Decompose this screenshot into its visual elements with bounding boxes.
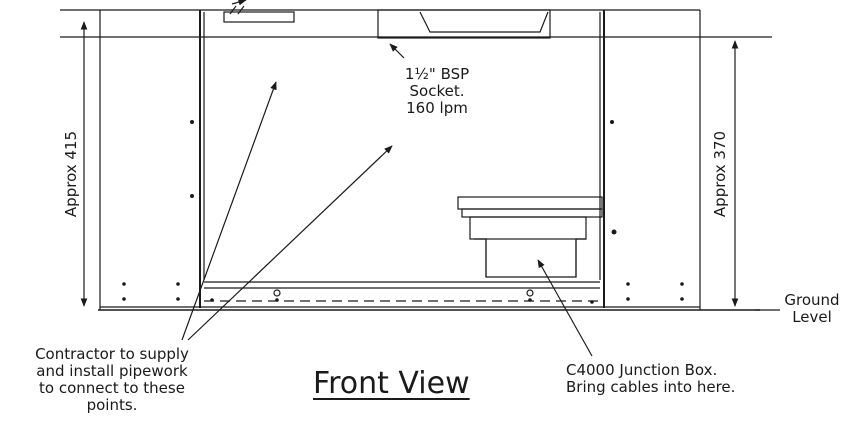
junction-box-lid: [457, 196, 603, 210]
ground-level-label: Ground Level: [772, 292, 852, 326]
contractor-arrow-2: [187, 145, 393, 341]
top-left-fitting: [223, 11, 295, 23]
contractor-note-line: and install pipework: [36, 362, 188, 380]
junction-box-note: C4000 Junction Box. Bring cables into he…: [566, 362, 735, 396]
ground-label-line: Level: [792, 308, 832, 326]
bsp-socket: [377, 9, 551, 39]
contractor-note-line: Contractor to supply: [35, 345, 189, 363]
bolt-marker: [526, 289, 534, 297]
contractor-note-line: points.: [86, 396, 138, 414]
socket-label-line: Socket.: [409, 82, 465, 100]
socket-label: 1½" BSP Socket. 160 lpm: [382, 66, 492, 117]
view-title: Front View: [313, 366, 470, 401]
junction-arrow: [537, 259, 593, 357]
bolt-marker: [273, 289, 281, 297]
contractor-note: Contractor to supply and install pipewor…: [6, 346, 218, 414]
junction-box-body: [474, 238, 586, 278]
junction-note-line: Bring cables into here.: [566, 378, 736, 396]
dimension-right-label: Approx 370: [711, 130, 729, 218]
junction-note-line: C4000 Junction Box.: [566, 361, 718, 379]
socket-arrow: [389, 43, 405, 59]
ground-label-line: Ground: [784, 291, 840, 309]
contractor-arrow-1: [181, 81, 277, 341]
socket-label-line: 1½" BSP: [404, 65, 470, 83]
socket-label-line: 160 lpm: [406, 99, 468, 117]
contractor-note-line: to connect to these: [39, 379, 185, 397]
pointer-arrow-top: [231, 0, 247, 6]
dimension-left-label: Approx 415: [62, 130, 80, 218]
